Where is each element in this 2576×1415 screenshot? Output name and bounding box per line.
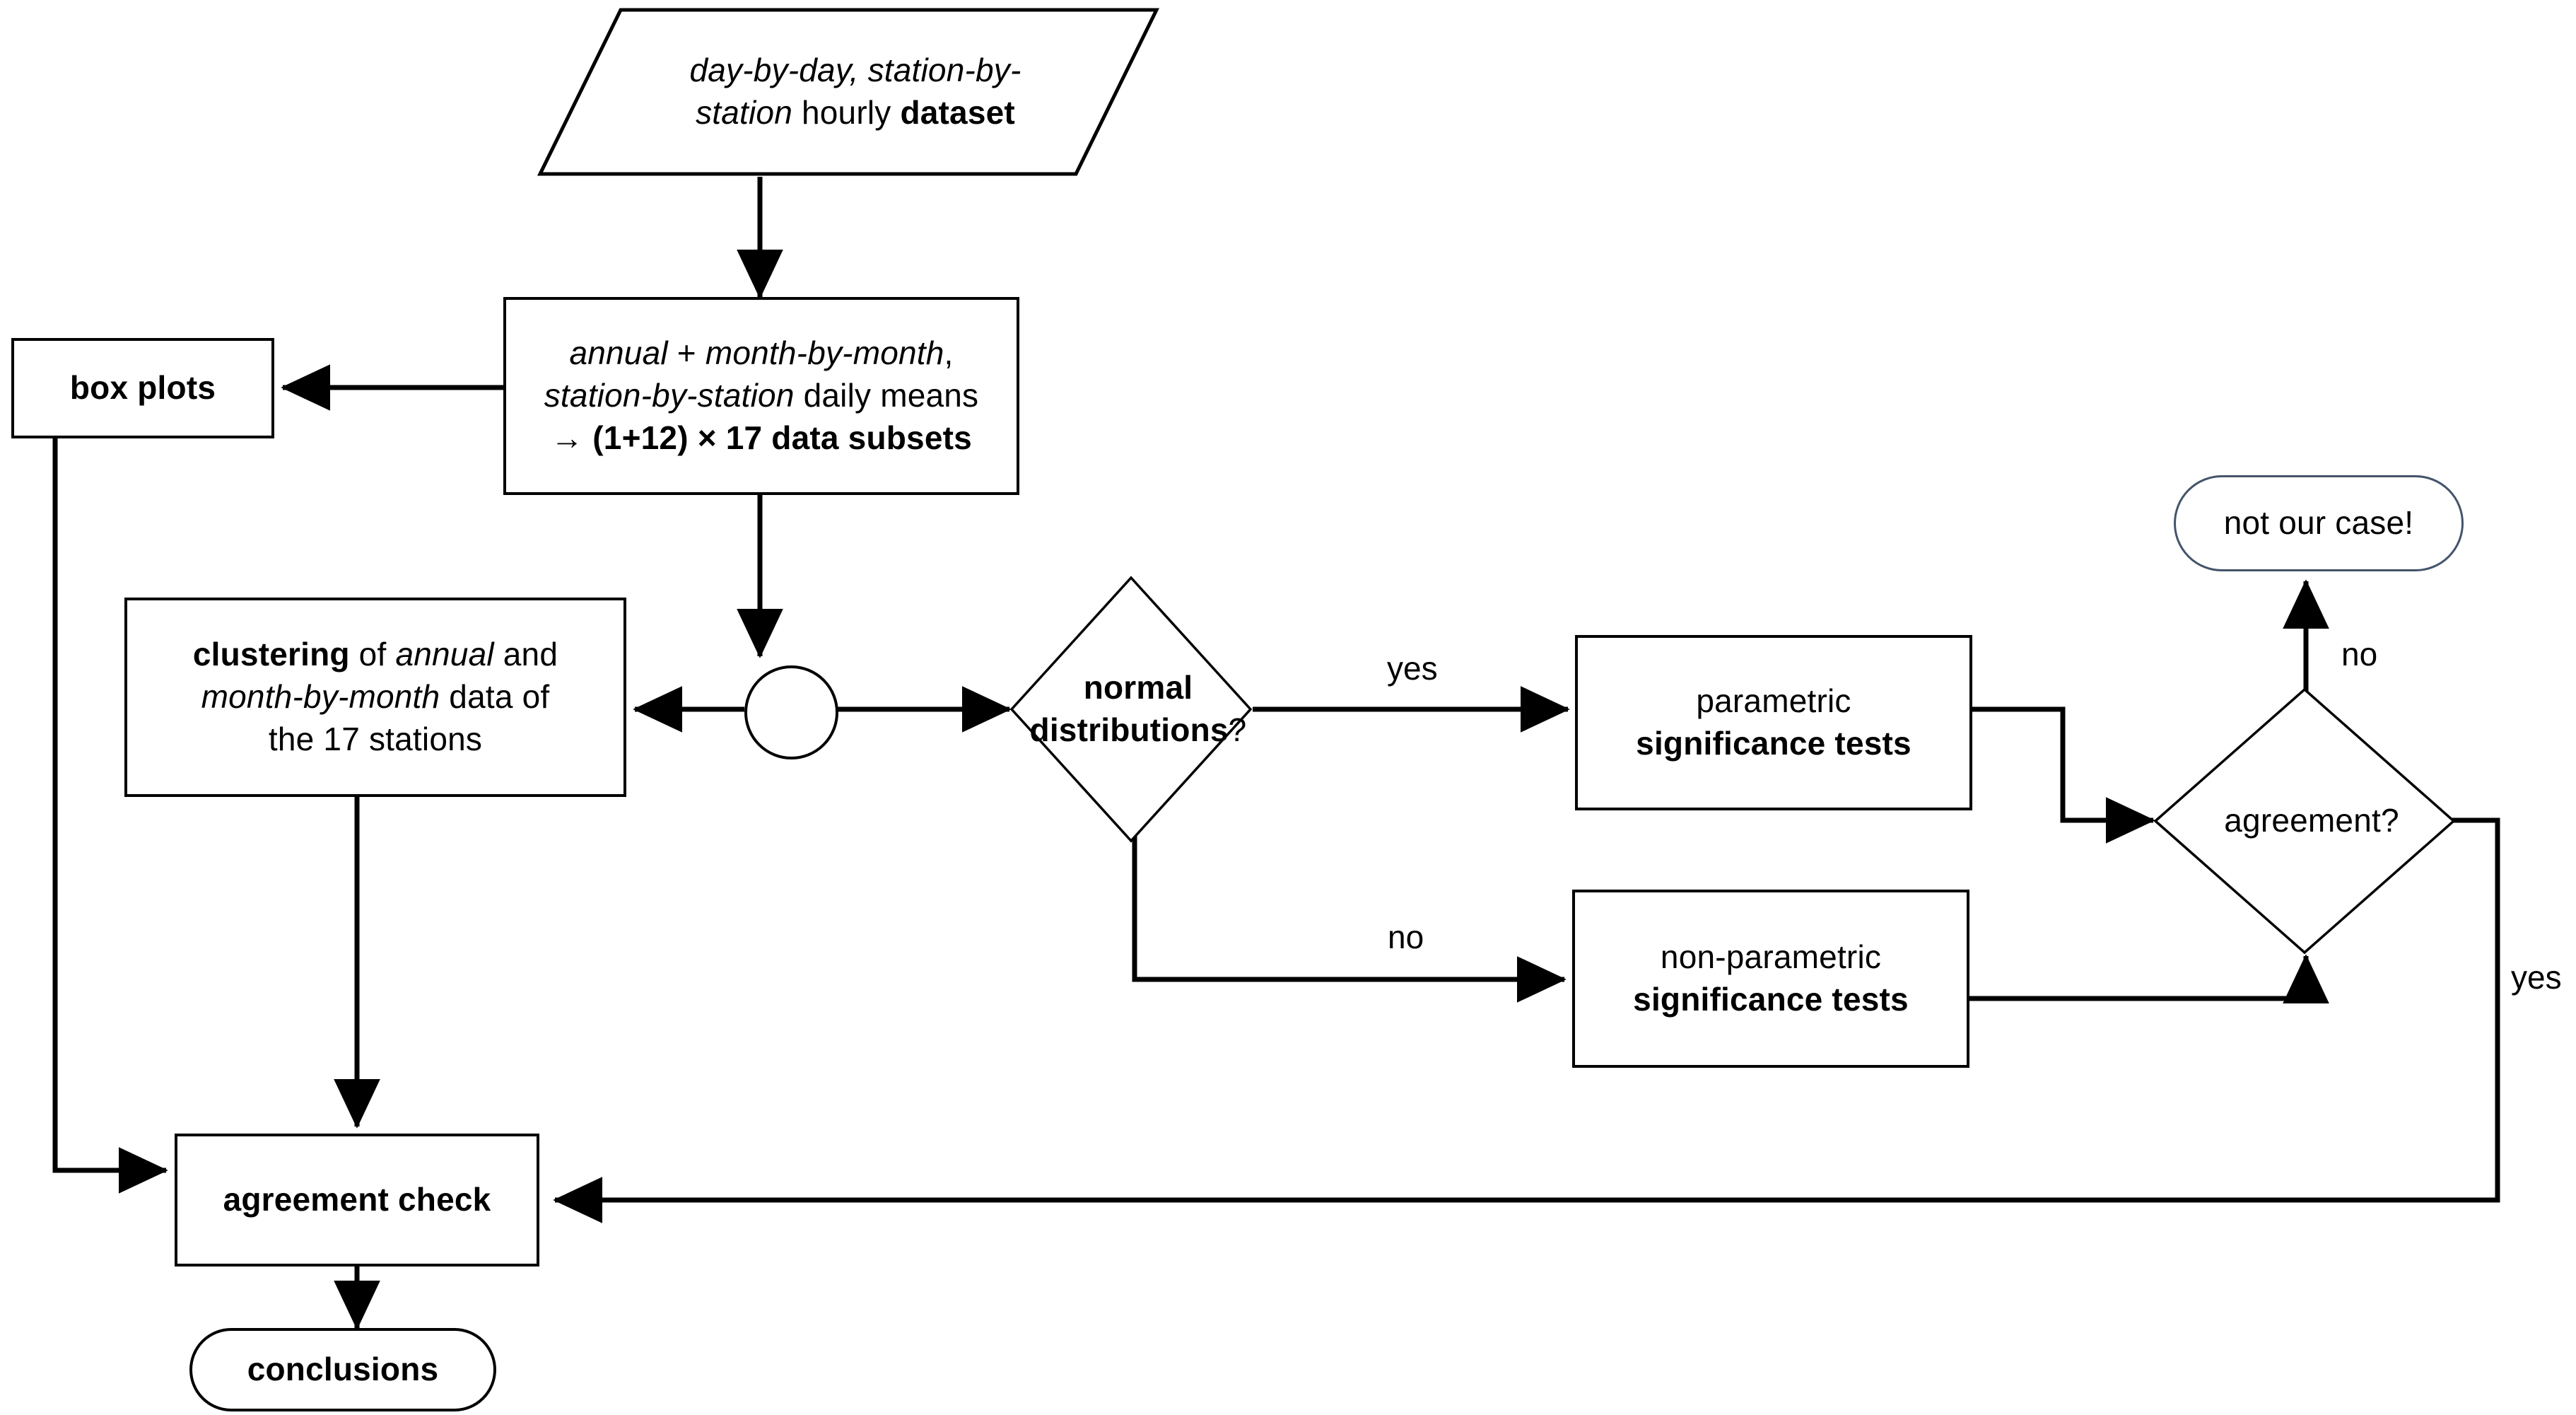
node-parametric-tests[interactable]: parametric significance tests bbox=[1575, 635, 1972, 810]
node-dataset-text: day-by-day, station-by- station hourly d… bbox=[537, 7, 1173, 177]
daily-means-line2-regular: daily means bbox=[794, 377, 979, 414]
daily-means-line1-regular: + bbox=[667, 334, 706, 372]
node-non-parametric-tests[interactable]: non-parametric significance tests bbox=[1572, 890, 1969, 1068]
node-agreement-decision[interactable]: agreement? bbox=[2153, 687, 2456, 955]
dataset-line1: day-by-day, station-by- bbox=[689, 52, 1021, 89]
non-parametric-line2-bold: significance tests bbox=[1633, 981, 1909, 1018]
node-agreement-check[interactable]: agreement check bbox=[175, 1134, 539, 1266]
edge-parametric-to-agreement bbox=[1972, 706, 2155, 844]
node-not-our-case[interactable]: not our case! bbox=[2174, 475, 2464, 571]
node-agreement-check-label: agreement check bbox=[223, 1181, 491, 1218]
node-conclusions-label: conclusions bbox=[247, 1351, 439, 1388]
edge-label-normal-no: no bbox=[1388, 919, 1424, 955]
edge-label-agreement-yes: yes bbox=[2511, 959, 2562, 996]
dataset-line2-bold: dataset bbox=[900, 94, 1015, 131]
normal-line2-bold: distributions bbox=[1029, 711, 1229, 748]
node-box-plots-label: box plots bbox=[69, 369, 216, 407]
clustering-line3-regular: the 17 stations bbox=[268, 720, 483, 757]
clustering-line1-italic: annual bbox=[395, 636, 494, 673]
edge-box-plots-to-agreement-check bbox=[52, 438, 168, 1194]
dataset-line2-italic: station bbox=[696, 94, 792, 131]
daily-means-line3-bold: → (1+12) × 17 data subsets bbox=[551, 419, 972, 456]
node-normal-distributions[interactable]: normal distributions? bbox=[1009, 576, 1253, 843]
diamond-shape bbox=[2153, 687, 2456, 955]
clustering-line2-italic: month-by-month bbox=[201, 678, 440, 716]
node-daily-means[interactable]: annual + month-by-month, station-by-stat… bbox=[503, 297, 1019, 495]
node-clustering-text: clustering of annual and month-by-month … bbox=[186, 634, 565, 760]
normal-line1-bold: normal bbox=[1083, 669, 1193, 706]
normal-line2-tail: ? bbox=[1228, 711, 1247, 748]
node-conclusions[interactable]: conclusions bbox=[189, 1328, 496, 1411]
node-normal-distributions-text: normal distributions? bbox=[1009, 576, 1267, 843]
clustering-line1-bold: clustering bbox=[192, 636, 350, 673]
node-non-parametric-tests-text: non-parametric significance tests bbox=[1626, 936, 1916, 1021]
node-box-plots[interactable]: box plots bbox=[11, 338, 274, 438]
edge-normal-no-to-nonparametric bbox=[1132, 830, 1567, 1003]
non-parametric-line1: non-parametric bbox=[1660, 938, 1882, 976]
node-not-our-case-label: not our case! bbox=[2223, 504, 2414, 542]
daily-means-line2-italic: station-by-station bbox=[544, 377, 795, 414]
node-daily-means-text: annual + month-by-month, station-by-stat… bbox=[537, 332, 986, 459]
edge-nonparametric-to-agreement bbox=[1969, 954, 2329, 1004]
daily-means-line1-italic2: month-by-month bbox=[705, 334, 944, 372]
clustering-line1-tail: and bbox=[493, 636, 558, 673]
clustering-line1-regular: of bbox=[349, 636, 396, 673]
parallelogram-shape bbox=[537, 8, 1160, 176]
node-parametric-tests-text: parametric significance tests bbox=[1629, 680, 1919, 765]
node-dataset[interactable]: day-by-day, station-by- station hourly d… bbox=[537, 7, 1160, 177]
edge-agreement-yes-to-agreement-check bbox=[553, 817, 2500, 1223]
dataset-line2-regular: hourly bbox=[792, 94, 901, 131]
daily-means-line1-italic: annual bbox=[569, 334, 668, 372]
diamond-shape bbox=[1009, 576, 1253, 843]
parametric-line1: parametric bbox=[1696, 682, 1851, 720]
daily-means-line1-tail: , bbox=[944, 334, 954, 372]
node-agreement-decision-label: agreement? bbox=[2224, 802, 2399, 839]
clustering-line2-regular: data of bbox=[440, 678, 550, 716]
node-clustering[interactable]: clustering of annual and month-by-month … bbox=[124, 598, 626, 797]
parametric-line2-bold: significance tests bbox=[1636, 725, 1911, 762]
node-junction-circle[interactable] bbox=[744, 665, 838, 759]
edge-label-normal-yes: yes bbox=[1387, 650, 1438, 687]
edge-label-agreement-no: no bbox=[2341, 636, 2378, 672]
